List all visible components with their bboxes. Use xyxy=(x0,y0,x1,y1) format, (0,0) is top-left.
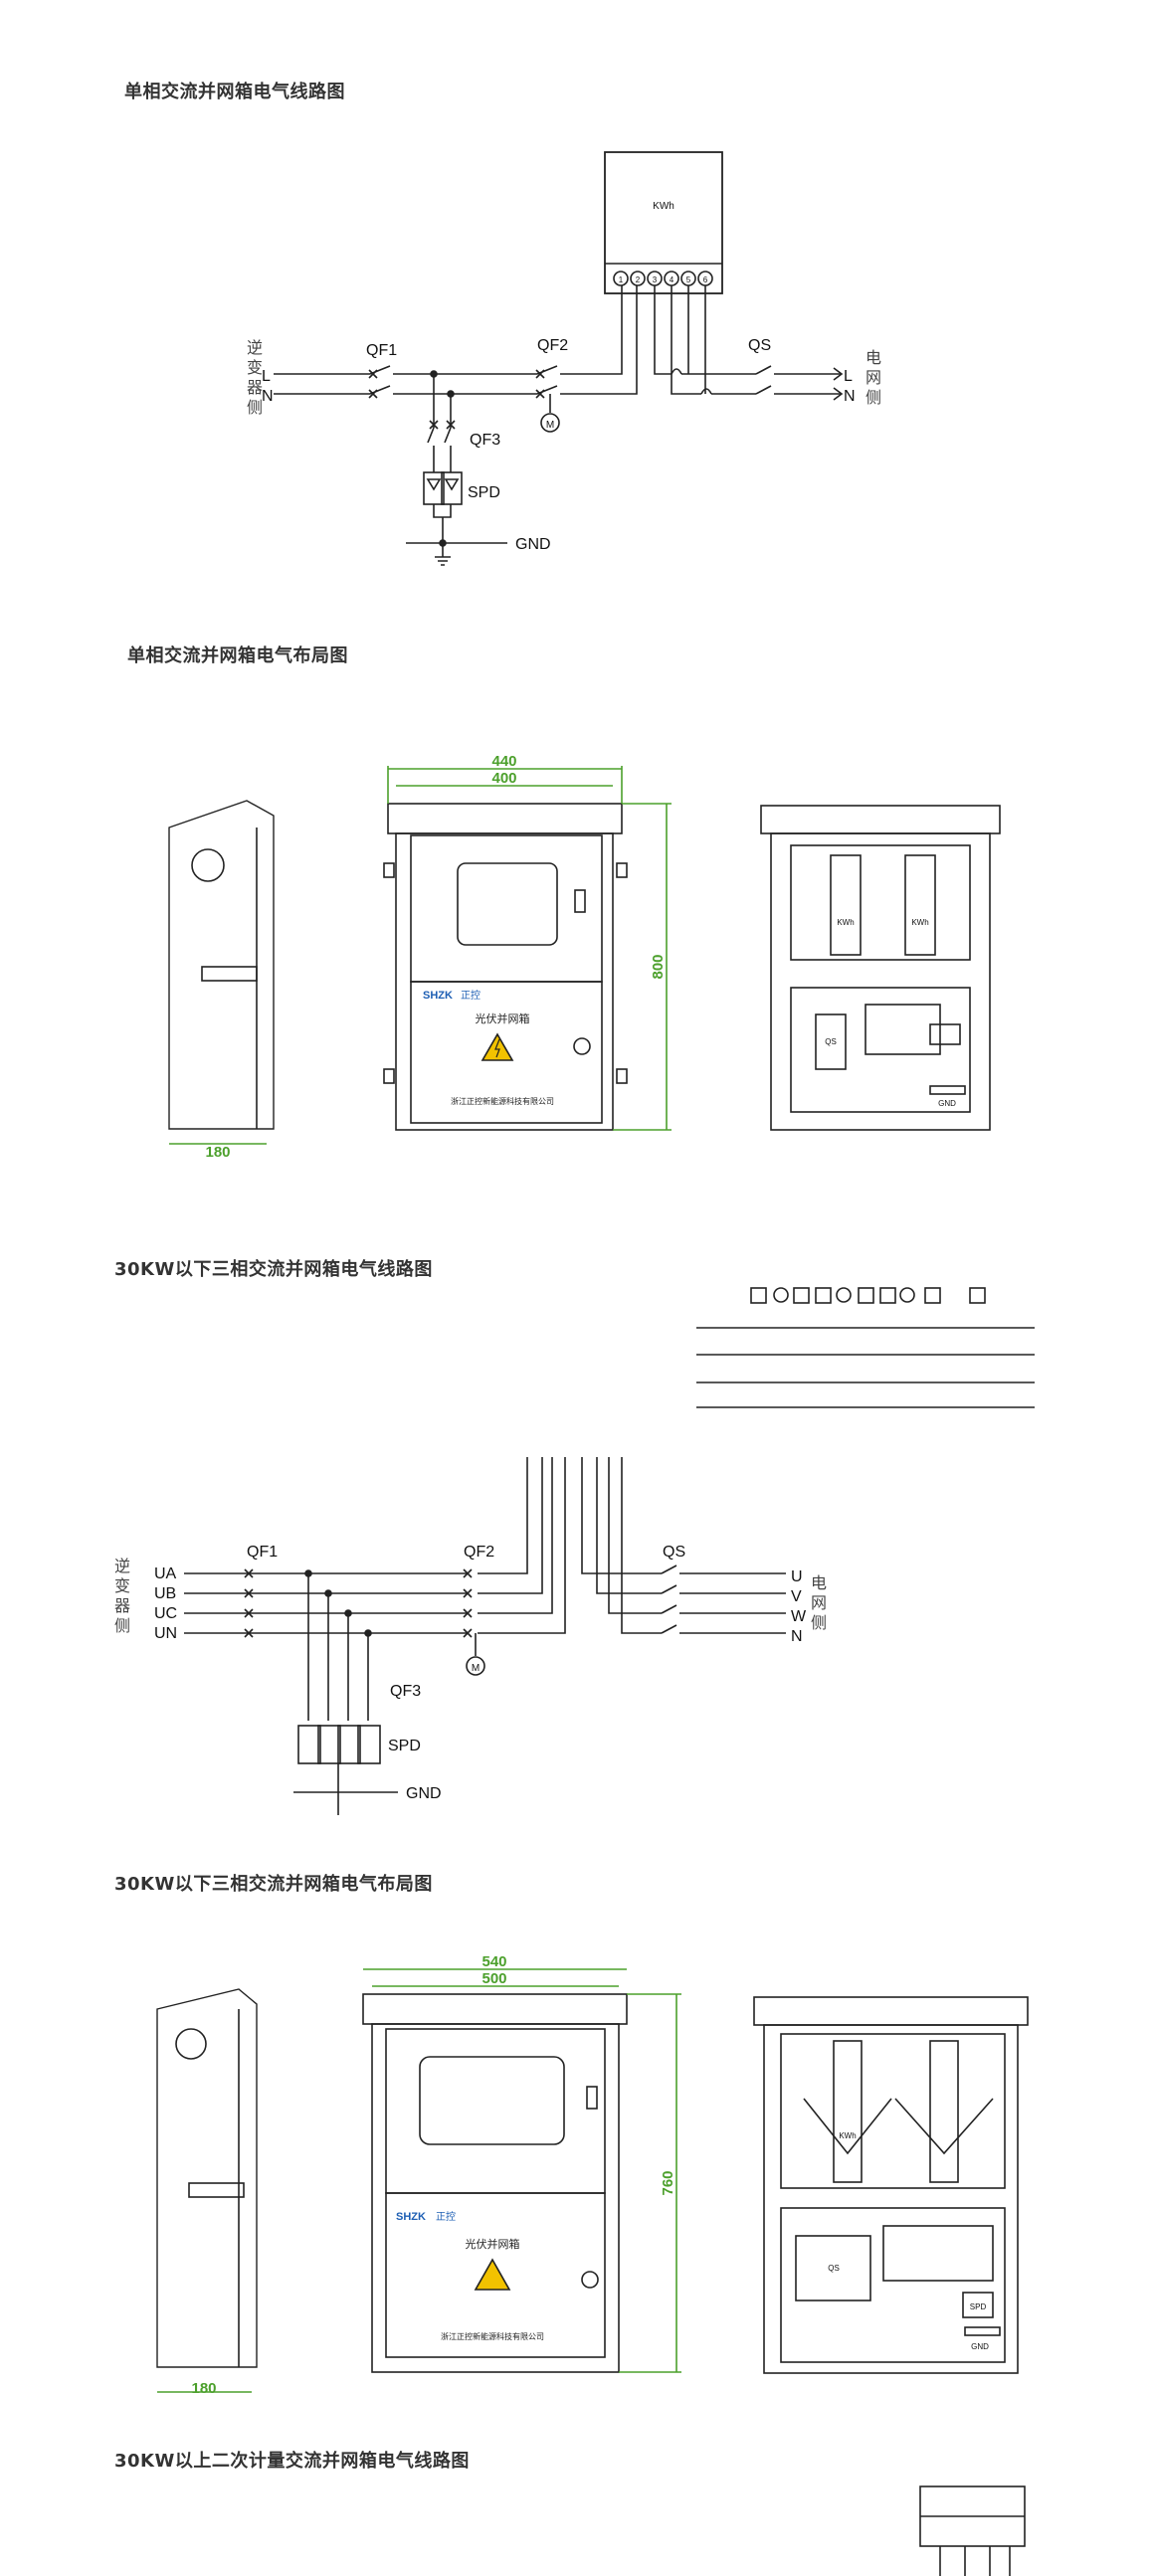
svg-text:QF2: QF2 xyxy=(464,1544,494,1561)
svg-text:逆: 逆 xyxy=(114,1557,130,1575)
svg-text:电: 电 xyxy=(811,1573,827,1592)
svg-text:KWh: KWh xyxy=(837,918,854,927)
svg-text:5: 5 xyxy=(686,276,691,284)
section-title-2: 单相交流并网箱电气布局图 xyxy=(127,645,348,666)
svg-text:KWh: KWh xyxy=(839,2131,856,2140)
svg-text:UC: UC xyxy=(154,1605,177,1622)
qs-label: QS xyxy=(748,337,771,354)
svg-text:侧: 侧 xyxy=(866,388,881,407)
svg-text:180: 180 xyxy=(205,1144,230,1161)
svg-text:QS: QS xyxy=(828,2264,840,2273)
svg-text:浙江正控新能源科技有限公司: 浙江正控新能源科技有限公司 xyxy=(451,1096,554,1106)
svg-text:逆: 逆 xyxy=(247,338,263,357)
svg-text:440: 440 xyxy=(491,753,516,770)
svg-text:2: 2 xyxy=(636,276,641,284)
svg-text:L: L xyxy=(262,368,271,385)
svg-text:N: N xyxy=(262,388,274,405)
svg-text:QF1: QF1 xyxy=(247,1544,278,1561)
diagram5-partial xyxy=(919,2485,1026,2576)
svg-text:SHZK: SHZK xyxy=(423,990,453,1002)
svg-text:L: L xyxy=(844,368,853,385)
svg-text:侧: 侧 xyxy=(811,1613,827,1632)
layout2-drawing: 180 SHZK 正控 光伏并网箱 浙江正控新能源科技有限公司 540 500 … xyxy=(156,1953,1029,2397)
svg-text:UN: UN xyxy=(154,1625,177,1642)
section-title-1: 单相交流并网箱电气线路图 xyxy=(124,82,345,102)
svg-text:变: 变 xyxy=(114,1576,130,1595)
svg-text:M: M xyxy=(472,1663,480,1674)
qf2-label: QF2 xyxy=(537,337,568,354)
svg-text:N: N xyxy=(791,1628,803,1645)
svg-text:M: M xyxy=(546,420,554,431)
svg-text:760: 760 xyxy=(660,2170,676,2195)
svg-text:N: N xyxy=(844,388,856,405)
svg-text:器: 器 xyxy=(114,1596,130,1615)
svg-text:网: 网 xyxy=(866,368,881,387)
meter-terminals: 1 2 3 4 5 6 xyxy=(613,271,713,286)
svg-text:侧: 侧 xyxy=(114,1616,130,1635)
svg-text:800: 800 xyxy=(650,954,667,979)
svg-text:网: 网 xyxy=(811,1593,827,1612)
svg-text:QS: QS xyxy=(825,1037,837,1046)
svg-text:3: 3 xyxy=(653,276,658,284)
svg-text:W: W xyxy=(791,1608,807,1625)
section-title-5: 30KW以上二次计量交流并网箱电气线路图 xyxy=(114,2451,470,2472)
svg-text:电: 电 xyxy=(866,348,881,367)
svg-text:540: 540 xyxy=(481,1953,506,1970)
svg-text:180: 180 xyxy=(191,2380,216,2397)
svg-text:光伏并网箱: 光伏并网箱 xyxy=(476,1012,530,1025)
svg-text:QF3: QF3 xyxy=(470,432,500,449)
svg-text:SPD: SPD xyxy=(468,484,500,501)
layout1-drawing: 180 SHZK 正控 光伏并网箱 浙江正控新能源科技有限公司 440 400 … xyxy=(168,753,1001,1161)
svg-text:GND: GND xyxy=(515,536,551,553)
svg-text:U: U xyxy=(791,1568,803,1585)
svg-text:V: V xyxy=(791,1588,802,1605)
svg-text:变: 变 xyxy=(247,358,263,377)
diagram3-wiring: 逆 变 器 侧 UA UB UC UN QF1 QF2 QS M U V W N xyxy=(114,1287,1035,1815)
svg-text:QF3: QF3 xyxy=(390,1683,421,1700)
svg-text:KWh: KWh xyxy=(911,918,928,927)
svg-text:SPD: SPD xyxy=(388,1738,421,1754)
svg-text:GND: GND xyxy=(406,1785,442,1802)
meter-box xyxy=(604,151,723,294)
diagram1-wiring: KWh 1 2 3 4 5 6 逆 变 器 侧 L N xyxy=(247,151,881,566)
svg-text:GND: GND xyxy=(971,2342,989,2351)
section-title-4: 30KW以下三相交流并网箱电气布局图 xyxy=(114,1874,433,1895)
svg-text:500: 500 xyxy=(481,1970,506,1987)
svg-text:SPD: SPD xyxy=(970,2302,987,2311)
svg-text:浙江正控新能源科技有限公司: 浙江正控新能源科技有限公司 xyxy=(441,2331,544,2341)
svg-text:400: 400 xyxy=(491,770,516,787)
svg-text:4: 4 xyxy=(670,276,674,284)
svg-text:UA: UA xyxy=(154,1565,177,1582)
svg-text:QS: QS xyxy=(663,1544,685,1561)
svg-text:正控: 正控 xyxy=(461,989,481,1002)
svg-text:6: 6 xyxy=(703,276,708,284)
svg-text:光伏并网箱: 光伏并网箱 xyxy=(466,2237,520,2251)
svg-text:GND: GND xyxy=(938,1099,956,1108)
svg-text:SHZK: SHZK xyxy=(396,2211,426,2223)
svg-text:1: 1 xyxy=(619,276,624,284)
svg-text:UB: UB xyxy=(154,1585,176,1602)
svg-text:正控: 正控 xyxy=(436,2210,456,2223)
meter-label: KWh xyxy=(653,201,674,212)
svg-text:器: 器 xyxy=(247,378,263,397)
qf1-label: QF1 xyxy=(366,342,397,359)
svg-text:侧: 侧 xyxy=(247,398,263,417)
section-title-3: 30KW以下三相交流并网箱电气线路图 xyxy=(114,1259,433,1280)
